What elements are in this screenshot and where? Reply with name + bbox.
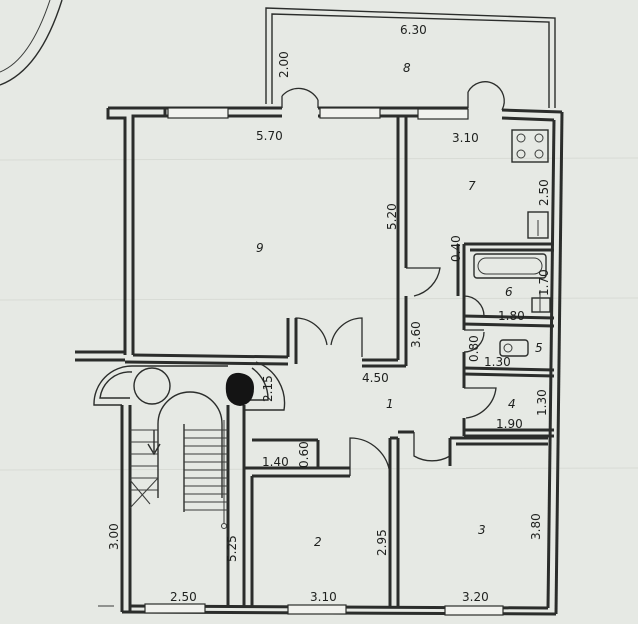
kitchen-fixtures: [511, 129, 549, 239]
dimension-hall-width: 4.50: [362, 371, 389, 385]
dimension-balcony-depth: 2.00: [277, 51, 291, 78]
dimension-stair-width: 2.50: [170, 590, 197, 604]
dimension-closet-width: 1.90: [496, 417, 523, 431]
dimension-bath-depth: 1.70: [537, 269, 551, 296]
bedroom-doors: [349, 432, 451, 477]
dimension-stair-depth: 3.00: [107, 523, 121, 550]
balcony-walls: [265, 7, 556, 108]
redaction-mark: [225, 372, 254, 406]
dimension-080: 0.80: [467, 335, 481, 362]
room-number-6: 6: [505, 285, 513, 299]
dimension-bath-width: 1.80: [498, 309, 525, 323]
dimension-room2-width: 3.10: [310, 590, 337, 604]
dimension-140: 1.40: [262, 455, 289, 469]
neighbor-arc-inner: [0, 0, 51, 73]
dimension-040: 0.40: [449, 235, 463, 262]
dimension-kitchen-width: 3.10: [452, 131, 479, 145]
room-number-7: 7: [468, 179, 476, 193]
room-number-5: 5: [535, 341, 543, 355]
dimension-room3-depth: 3.80: [529, 513, 543, 540]
neighbor-arc: [0, 0, 63, 86]
small-doors: [406, 267, 497, 419]
dimension-room3-width: 3.20: [462, 590, 489, 604]
stair-block: [93, 361, 286, 606]
room-number-4: 4: [508, 397, 516, 411]
room-9-double-door: [295, 317, 363, 357]
dimension-hall-depth: 3.60: [409, 321, 423, 348]
dimension-balcony-width: 6.30: [400, 23, 427, 37]
windows: [144, 107, 504, 616]
dimension-060: 0.60: [297, 441, 311, 468]
bath-block-walls: [456, 242, 555, 438]
dimension-room9-depth: 5.20: [385, 203, 399, 230]
dimension-wc-width: 1.30: [484, 355, 511, 369]
room-number-3: 3: [478, 523, 486, 537]
room-number-8: 8: [403, 61, 411, 75]
bedroom-walls: [244, 430, 548, 606]
dimension-kitchen-depth: 2.50: [537, 179, 551, 206]
balcony-doors: [281, 81, 505, 111]
stair-arrow: [147, 420, 227, 529]
dimension-room2-depth: 2.95: [375, 529, 389, 556]
room-number-1: 1: [386, 397, 394, 411]
dimension-525: 5.25: [225, 535, 239, 562]
bathroom-fixtures: [473, 253, 551, 357]
room-number-2: 2: [314, 535, 322, 549]
dimension-215: 2.15: [261, 375, 275, 402]
dimension-closet-depth: 1.30: [535, 389, 549, 416]
dimension-room9-width: 5.70: [256, 129, 283, 143]
room-number-9: 9: [256, 241, 264, 255]
